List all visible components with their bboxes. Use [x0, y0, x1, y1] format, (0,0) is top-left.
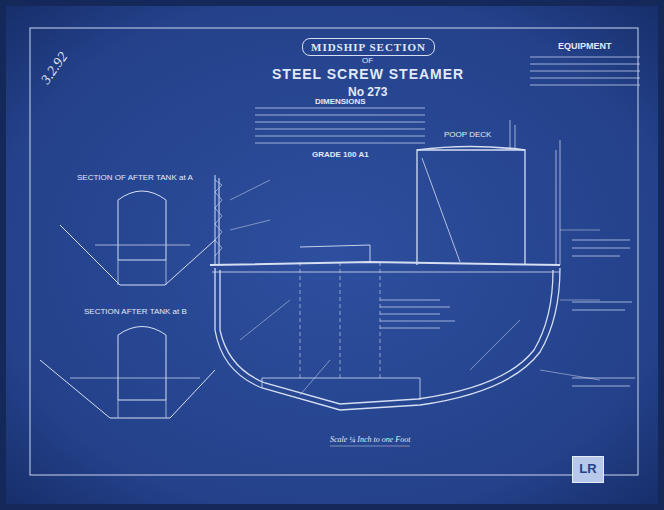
registry-logo: LR: [572, 456, 604, 483]
deck-label: POOP DECK: [444, 131, 491, 140]
sheet-title: MIDSHIP SECTION: [302, 38, 435, 56]
section-label: SECTION OF AFTER TANK at A: [77, 174, 193, 183]
equipment-heading: EQUIPMENT: [558, 42, 612, 52]
title-connector: OF: [362, 57, 373, 66]
dimensions-heading: DIMENSIONS: [315, 98, 366, 107]
grade-note: GRADE 100 A1: [312, 151, 369, 160]
logo-text: LR: [579, 462, 597, 476]
section-label: SECTION AFTER TANK at B: [84, 308, 187, 317]
scale-note: Scale ¼ Inch to one Foot: [330, 436, 410, 445]
vessel-type: STEEL SCREW STEAMER: [272, 67, 464, 82]
